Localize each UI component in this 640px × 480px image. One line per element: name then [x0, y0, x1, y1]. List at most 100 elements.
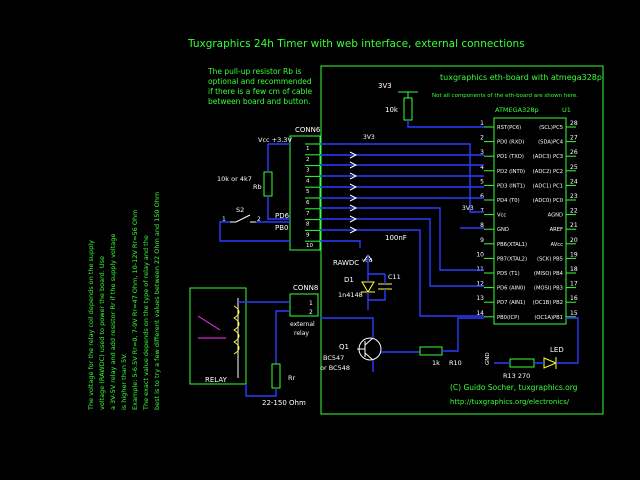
- chip-pin-name: (ADC1) PC1: [533, 183, 563, 189]
- chip-pin-name: PD3 (INT1): [497, 183, 525, 189]
- side-note-line: voltage (RAWDC) used to power the board.…: [98, 256, 106, 410]
- base-resistor-value: 1k: [432, 359, 440, 367]
- rb-resistor: [263, 171, 273, 197]
- connector2-label: CONN8: [293, 284, 318, 292]
- wire-rr: [245, 384, 277, 397]
- wire-arrows: [349, 151, 358, 234]
- relay-coil: [233, 305, 240, 355]
- chip-pin-number: 6: [480, 193, 484, 200]
- connector-pin-number: 5: [306, 189, 310, 195]
- pullup-note-line: between board and button.: [208, 97, 310, 106]
- transistor-label: Q1: [339, 343, 349, 351]
- connector-pin-number: 2: [306, 157, 310, 163]
- chip-pin-name: PD7 (AIN1): [497, 300, 525, 306]
- connector2-block: [289, 293, 319, 317]
- chip-pin-number: 21: [570, 222, 578, 229]
- chip-pin-name: (ADC3) PC3: [533, 154, 563, 160]
- chip-pin-number: 17: [570, 281, 578, 288]
- reset-resistor: [403, 97, 413, 121]
- url: http://tuxgraphics.org/electronics/: [450, 398, 570, 406]
- chip-pin-number: 19: [570, 251, 578, 258]
- side-note-line: best is to try a few different values be…: [153, 192, 161, 410]
- wire-pd6: [320, 218, 484, 287]
- pb0-label: PB0: [275, 224, 288, 232]
- chip-pin-number: 20: [570, 237, 578, 244]
- chip-pin-number: 12: [476, 281, 484, 288]
- side-note-line: Example: 5-6.5V Rr=0, 7-9V Rr=47 Ohm, 10…: [131, 210, 139, 410]
- relay-resistor: [271, 363, 281, 389]
- chip-pin-number: 16: [570, 295, 578, 302]
- chip-pin-number: 13: [476, 295, 484, 302]
- supply-bar: [398, 91, 418, 98]
- chip-pin-number: 28: [570, 120, 578, 127]
- chip-pin-name: (MOSI) PB3: [534, 286, 563, 292]
- base-resistor: [419, 346, 443, 356]
- chip-pin-name: PB7(XTAL2): [497, 256, 527, 262]
- pullup-note-line: if there is a few cm of cable: [208, 87, 312, 96]
- chip-pin-number: 14: [476, 310, 484, 317]
- chip-ref: U1: [562, 106, 571, 114]
- wire-gnd: [320, 240, 361, 248]
- switch-label: S2: [236, 206, 244, 214]
- connector-pin-number: 1: [306, 146, 310, 152]
- chip-pin-number: 22: [570, 208, 578, 215]
- chip-pin-name: (MISO) PB4: [534, 271, 564, 277]
- vdd-label: vdd: [362, 258, 372, 264]
- chip-pin-number: 1: [480, 120, 484, 127]
- connector-pin-number: 6: [306, 200, 310, 206]
- wire-rb-bottom: [267, 196, 290, 220]
- chip-pin-name: (SCL)PC5: [539, 125, 563, 131]
- chip-pin-number: 24: [570, 178, 578, 185]
- chip-pin-name: AVcc: [551, 242, 564, 248]
- ext-relay-label: relay: [294, 330, 309, 337]
- connector-pin-number: 4: [306, 178, 310, 184]
- chip-pin-number: 10: [476, 251, 484, 258]
- relay-label: RELAY: [205, 376, 228, 384]
- capacitor-symbol: [378, 283, 392, 290]
- wire-collector: [320, 317, 374, 372]
- led-label: LED: [550, 346, 564, 354]
- atmega-chip: [493, 117, 567, 325]
- wire-rb-top: [267, 143, 290, 172]
- chip-pin-name: (SCK) PB5: [537, 256, 563, 262]
- copyright: (C) Guido Socher, tuxgraphics.org: [450, 383, 578, 392]
- chip-pin-name: PD0 (RXD): [497, 140, 524, 146]
- rb-label: Rb: [253, 183, 262, 191]
- connector-pin-number: 3: [306, 168, 310, 174]
- chip-pin-name: PB0(ICP): [497, 315, 519, 321]
- chip-pin-name: PD4 (T0): [497, 198, 520, 204]
- chip-pin-number: 25: [570, 164, 578, 171]
- diode-type: 1n4148: [338, 291, 363, 299]
- chip-pin-name: GND: [497, 227, 509, 233]
- rb-value: 10k or 4k7: [217, 175, 252, 183]
- board-title: tuxgraphics eth-board with atmega328p: [440, 73, 602, 82]
- chip-pin-name: AGND: [548, 213, 563, 219]
- wire-reset: [407, 120, 484, 128]
- supply-3v3-top: 3V3: [378, 82, 392, 90]
- wire-switch: [219, 221, 290, 242]
- chip-pin-number: 5: [480, 178, 484, 185]
- chip-pin-number: 27: [570, 135, 578, 142]
- chip-pin-name: (SDA)PC4: [538, 140, 564, 146]
- base-resistor-label: R10: [449, 359, 462, 367]
- wire-pb0: [320, 229, 484, 317]
- connector-block: [289, 135, 321, 251]
- capacitor-label: C11: [388, 273, 401, 281]
- chip-name: ATMEGA328p: [495, 106, 539, 114]
- switch-pin-1: 1: [222, 216, 226, 223]
- connector2-pin: 1: [309, 300, 313, 307]
- rawdc-label: RAWDC: [333, 259, 359, 267]
- switch-symbol: [230, 214, 256, 223]
- chip-pin-name: RST(PC6): [497, 125, 521, 131]
- chip-pin-number: 3: [480, 149, 484, 156]
- chip-pin-number: 15: [570, 310, 578, 317]
- wire-relay: [238, 301, 290, 364]
- led-resistor: [509, 358, 535, 368]
- connector2-pin: 2: [309, 309, 313, 316]
- diode-symbol: [361, 281, 375, 293]
- chip-pin-number: 4: [480, 164, 484, 171]
- chip-pin-name: (ADC0) PC0: [533, 198, 563, 204]
- relay-resistor-label: Rr: [288, 374, 296, 382]
